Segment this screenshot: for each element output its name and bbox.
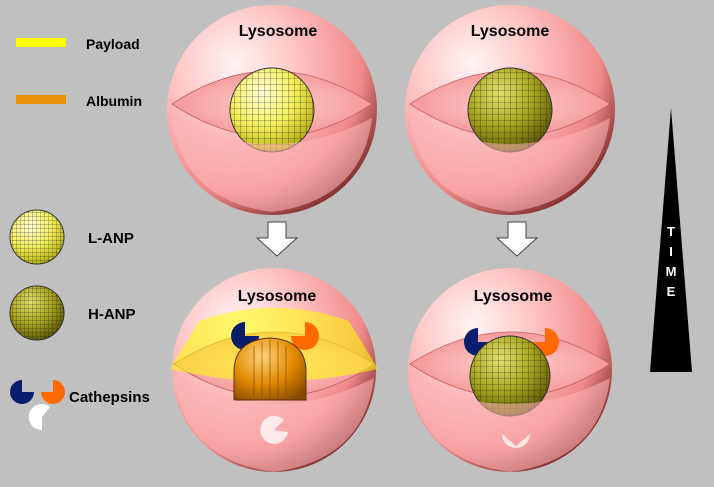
cathepsins-label: Cathepsins: [69, 389, 150, 406]
time-letter-e: E: [667, 284, 676, 299]
time-indicator: T I M E: [650, 108, 692, 372]
cathepsin-orange: [291, 322, 319, 350]
time-wedge: [650, 108, 692, 372]
down-arrow-icon: [495, 221, 539, 257]
down-arrow-icon: [255, 221, 299, 257]
lysosome-label: Lysosome: [239, 23, 318, 40]
time-letter-i: I: [669, 244, 673, 259]
l-anp-icon: [9, 209, 65, 265]
albumin-label: Albumin: [86, 93, 142, 109]
cathepsin-white: [502, 434, 530, 448]
cathepsins-icon: [10, 380, 65, 431]
h-anp-icon: [9, 285, 65, 341]
albumin-core: [233, 337, 307, 401]
lysosome-label: Lysosome: [474, 288, 553, 305]
payload-label: Payload: [86, 36, 140, 52]
lysosome-label: Lysosome: [471, 23, 550, 40]
time-letter-m: M: [666, 264, 677, 279]
lysosome-top-left: Lysosome: [167, 5, 377, 215]
albumin-swatch: [16, 95, 66, 104]
lysosome-label: Lysosome: [238, 288, 317, 305]
l-anp-label: L-ANP: [88, 230, 134, 247]
cathepsin-white: [260, 415, 288, 444]
legend: Payload Albumin L-ANP H-ANP Cathepsins: [9, 36, 150, 431]
lysosome-top-right: Lysosome: [405, 5, 615, 215]
time-letter-t: T: [667, 224, 675, 239]
lysosome-bottom-left: Lysosome: [170, 268, 378, 472]
payload-swatch: [16, 38, 66, 47]
h-anp-label: H-ANP: [88, 306, 136, 323]
lysosome-bottom-right: Lysosome: [408, 268, 612, 472]
